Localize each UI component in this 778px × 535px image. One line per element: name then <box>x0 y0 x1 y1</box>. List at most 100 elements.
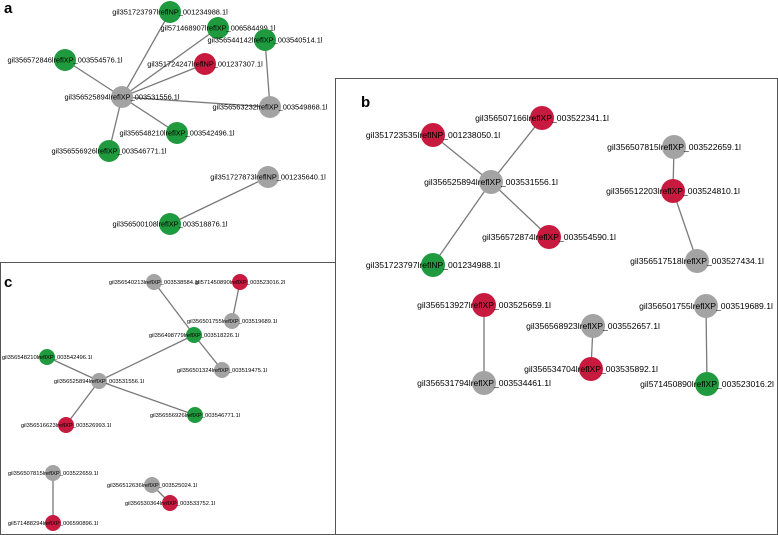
node-b_n5[interactable]: gil356507815lreflXP_003522659.1l <box>607 135 741 159</box>
node-a_n8[interactable]: gil356556926lreflXP_003546771.1l <box>51 140 167 162</box>
node-b_n10[interactable]: gil356568923lreflXP_003552657.1l <box>526 314 660 338</box>
node-a_n9[interactable]: gil351727873lreflNP_001235640.1l <box>210 166 326 188</box>
node-a_n2[interactable]: gil571468907lreflXP_006584499.1l <box>160 17 276 39</box>
node-b_n9[interactable]: gil356531794lreflXP_003534461.1l <box>417 371 551 395</box>
node-label: gil356517518lreflXP_003527434.1l <box>630 256 764 266</box>
node-c_n13[interactable]: gil571488294lreflXP_006590896.1l <box>8 515 98 531</box>
node-label: gil571468907lreflXP_006584499.1l <box>160 23 275 32</box>
node-a_n10[interactable]: gil356500108lreflXP_003518876.1l <box>112 213 228 235</box>
node-a_n1[interactable]: gil351723797lreflNP_001234988.1l <box>112 1 228 23</box>
node-label: gil356548210lreflXP_003542496.1l <box>2 355 92 361</box>
node-circle <box>579 357 603 381</box>
edge-a_center-a_n2 <box>121 27 219 98</box>
node-circle <box>214 362 230 378</box>
node-circle <box>194 53 216 75</box>
node-circle <box>479 170 503 194</box>
node-circle <box>54 49 76 71</box>
node-circle <box>187 407 203 423</box>
node-label: gil356556926lreflXP_003546771.1l <box>150 413 240 419</box>
edge-a_center-a_n6 <box>121 96 271 108</box>
node-label: gil356572846lreflXP_003554576.1l <box>7 55 122 64</box>
panel-label-a: a <box>4 0 13 17</box>
node-circle <box>146 274 162 290</box>
node-b_n7[interactable]: gil356517518lreflXP_003527434.1l <box>630 249 764 273</box>
node-c_n11[interactable]: gil356512636lreflXP_003525024.1l <box>107 477 197 493</box>
node-c_n1[interactable]: gil356540213lreflXP_003538584.1l <box>109 274 199 290</box>
node-circle <box>254 29 276 51</box>
node-c_n3[interactable]: gil356501755lreflXP_003519689.1l <box>187 313 277 329</box>
edges-layer <box>46 11 708 523</box>
node-circle <box>166 122 188 144</box>
node-b_n4[interactable]: gil351723797lreflNP_001234988.1l <box>366 253 500 277</box>
node-label: gil351723797lreflNP_001234988.1l <box>366 260 500 270</box>
edge-b_n12-b_n13 <box>705 305 708 385</box>
node-circle <box>581 314 605 338</box>
node-b_n8[interactable]: gil356513927lreflXP_003525659.1l <box>417 293 551 317</box>
node-label: gil356556926lreflXP_003546771.1l <box>51 146 166 155</box>
node-a_n7[interactable]: gil356548210lreflXP_003542496.1l <box>119 122 235 144</box>
node-b_n2[interactable]: gil351723535lreflNP_001238050.1l <box>366 123 500 147</box>
node-circle <box>144 477 160 493</box>
edge-b_center-b_n3 <box>490 181 550 238</box>
node-c_n2[interactable]: gil571450890lreflXP_003523016.2l <box>195 274 285 290</box>
node-a_n5[interactable]: gil351724247lreflNP_001237307.1l <box>147 53 263 75</box>
node-c_hub[interactable]: gil356498779lreflXP_003518226.1l <box>149 327 239 343</box>
panel-label-c: c <box>4 274 12 291</box>
node-circle <box>685 249 709 273</box>
edge-b_center-b_n2 <box>432 134 492 183</box>
node-b_n3[interactable]: gil356572874lreflXP_003554590.1l <box>482 225 616 249</box>
node-c_n5[interactable]: gil356548210lreflXP_003542496.1l <box>2 349 92 365</box>
node-a_n6[interactable]: gil356563232lreflXP_003549868.1l <box>212 96 328 118</box>
edge-c_center-c_n5 <box>46 356 100 382</box>
node-label: gil356501755lreflXP_003519689.1l <box>187 319 277 325</box>
node-label: gil571488294lreflXP_006590896.1l <box>8 521 98 527</box>
node-a_center[interactable]: gil356525894lreflXP_003531556.1l <box>64 86 180 108</box>
node-a_n4[interactable]: gil356572846lreflXP_003554576.1l <box>7 49 123 71</box>
edge-c_center-c_n9 <box>65 380 100 426</box>
node-c_n10[interactable]: gil356507815lreflXP_003522659.1l <box>8 465 98 481</box>
node-circle <box>537 225 561 249</box>
edge-c_center-c_n8 <box>98 380 196 416</box>
edge-a_center-a_n4 <box>64 59 123 98</box>
node-label: gil356512636lreflXP_003525024.1l <box>107 483 197 489</box>
node-circle <box>39 349 55 365</box>
node-a_n3[interactable]: gil356544142lreflXP_003540514.1l <box>207 29 323 51</box>
node-label: gil571450890lreflXP_003523016.2l <box>195 280 285 286</box>
node-label: gil356513927lreflXP_003525659.1l <box>417 300 551 310</box>
node-label: gil356516623lreflXP_003526993.1l <box>21 423 111 429</box>
node-label: gil356534704lreflXP_003535892.1l <box>524 364 658 374</box>
node-label: gil351723797lreflNP_001234988.1l <box>112 7 228 16</box>
node-c_center[interactable]: gil356525894lreflXP_003531556.1l <box>54 373 144 389</box>
node-c_n8[interactable]: gil356556926lreflXP_003546771.1l <box>150 407 240 423</box>
node-label: gil356548210lreflXP_003542496.1l <box>119 128 234 137</box>
node-b_center[interactable]: gil356525894lreflXP_003531556.1l <box>424 170 558 194</box>
node-label: gil356540213lreflXP_003538584.1l <box>109 280 199 286</box>
node-c_n12[interactable]: gil356530364lreflXP_003533752.1l <box>125 495 215 511</box>
edge-a_n9-a_n10 <box>169 176 269 225</box>
node-circle <box>530 106 554 130</box>
edge-b_n6-b_n7 <box>672 190 698 262</box>
node-c_n6[interactable]: gil356501324lreflXP_003519475.1l <box>177 362 267 378</box>
node-label: gil571450890lreflXP_003523016.2l <box>640 379 774 389</box>
node-label: gil356544142lreflXP_003540514.1l <box>207 35 322 44</box>
node-b_n1[interactable]: gil356507166lreflXP_003522341.1l <box>475 106 609 130</box>
node-circle <box>661 179 685 203</box>
node-circle <box>232 274 248 290</box>
node-b_n11[interactable]: gil356534704lreflXP_003535892.1l <box>524 357 658 381</box>
node-b_n6[interactable]: gil356512203lreflXP_003524810.1l <box>606 179 740 203</box>
edge-a_center-a_n1 <box>121 11 171 98</box>
edge-b_center-b_n1 <box>490 117 543 183</box>
node-label: gil356498779lreflXP_003518226.1l <box>149 333 239 339</box>
node-label: gil356507815lreflXP_003522659.1l <box>607 142 741 152</box>
node-circle <box>111 86 133 108</box>
edge-c_hub-c_center <box>98 334 195 382</box>
node-c_n9[interactable]: gil356516623lreflXP_003526993.1l <box>21 417 111 433</box>
node-label: gil356530364lreflXP_003533752.1l <box>125 501 215 507</box>
node-b_n13[interactable]: gil571450890lreflXP_003523016.2l <box>640 372 774 396</box>
node-circle <box>91 373 107 389</box>
node-b_n12[interactable]: gil356501755lreflXP_003519689.1l <box>639 294 773 318</box>
node-circle <box>186 327 202 343</box>
node-circle <box>421 253 445 277</box>
